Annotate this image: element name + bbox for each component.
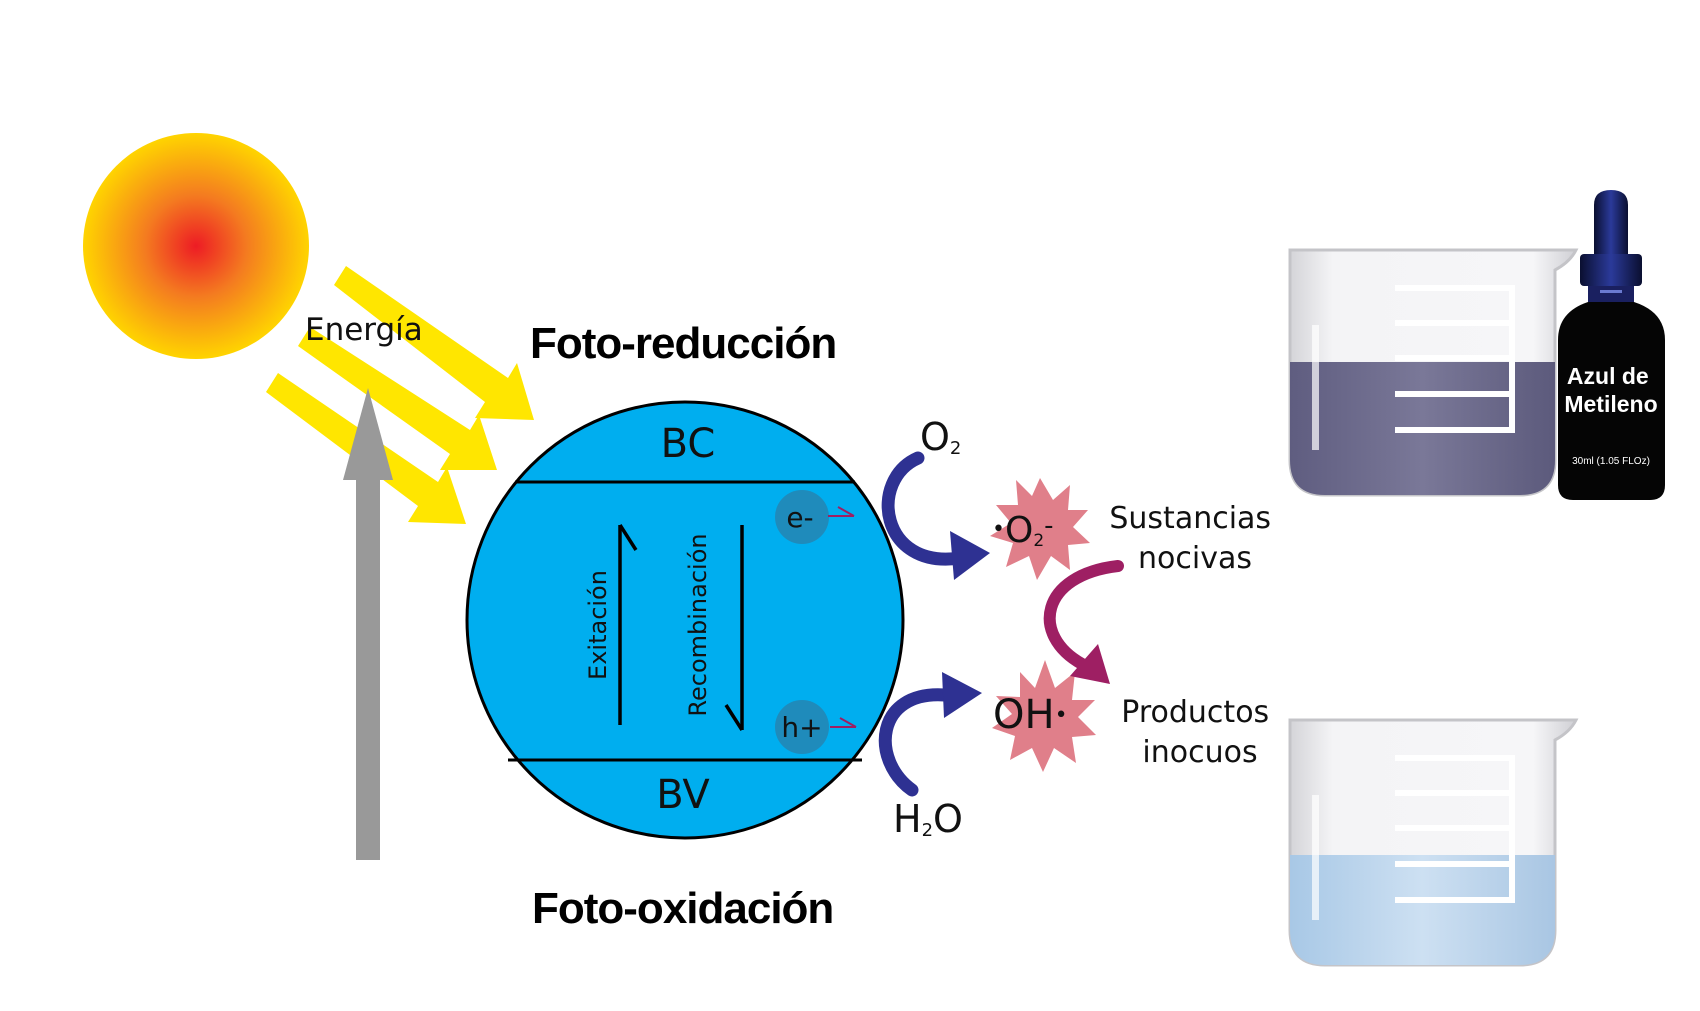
hydroxyl-label: OH•	[993, 692, 1068, 738]
hole-label: h+	[781, 711, 822, 744]
beaker-dirty-graduations	[1395, 285, 1515, 433]
harmful-substances-label: Sustancias nocivas	[1109, 501, 1280, 576]
photo-reduction-title: Foto-reducción	[530, 319, 836, 368]
hole-arrow-icon	[830, 717, 857, 728]
hole-marker	[775, 700, 829, 754]
harmless-products-label: Productos inocuos	[1121, 695, 1278, 770]
beaker-dirty	[1288, 248, 1579, 497]
electron-marker	[775, 490, 829, 544]
electron-arrow-icon	[828, 506, 855, 517]
water-label: H2O	[893, 797, 963, 841]
superoxide-label: •O2-	[992, 510, 1054, 551]
energy-label: Energía	[305, 312, 423, 348]
oxygen-label: O2	[920, 415, 961, 459]
recombination-label: Recombinación	[684, 533, 712, 716]
methylene-blue-bottle	[1558, 190, 1665, 500]
oxygen-reduction-arrow	[881, 451, 990, 580]
excitation-label: Exitación	[584, 570, 612, 680]
superoxide-star	[990, 478, 1090, 580]
hydroxyl-star	[992, 660, 1096, 772]
photo-oxidation-title: Foto-oxidación	[532, 884, 833, 933]
bottle-label: Azul de Metileno	[1564, 363, 1657, 417]
conduction-band-label: BC	[661, 421, 716, 467]
sun	[83, 133, 309, 359]
valence-band-label: BV	[656, 772, 710, 818]
beaker-clean	[1288, 718, 1579, 967]
light-ray-2	[298, 327, 497, 470]
excitation-arrow	[618, 524, 638, 725]
beaker-clean-graduations	[1395, 755, 1515, 903]
light-ray-1	[334, 266, 534, 420]
water-oxidation-arrow	[878, 672, 982, 797]
energy-arrow	[343, 388, 393, 860]
bottle-volume-label: 30ml (1.05 FLOz)	[1572, 456, 1650, 467]
beaker-clean-liquid	[1290, 855, 1555, 965]
recombination-arrow	[724, 525, 744, 731]
light-rays	[266, 266, 534, 524]
electron-label: e-	[786, 501, 813, 534]
conversion-arrow	[1043, 560, 1124, 684]
